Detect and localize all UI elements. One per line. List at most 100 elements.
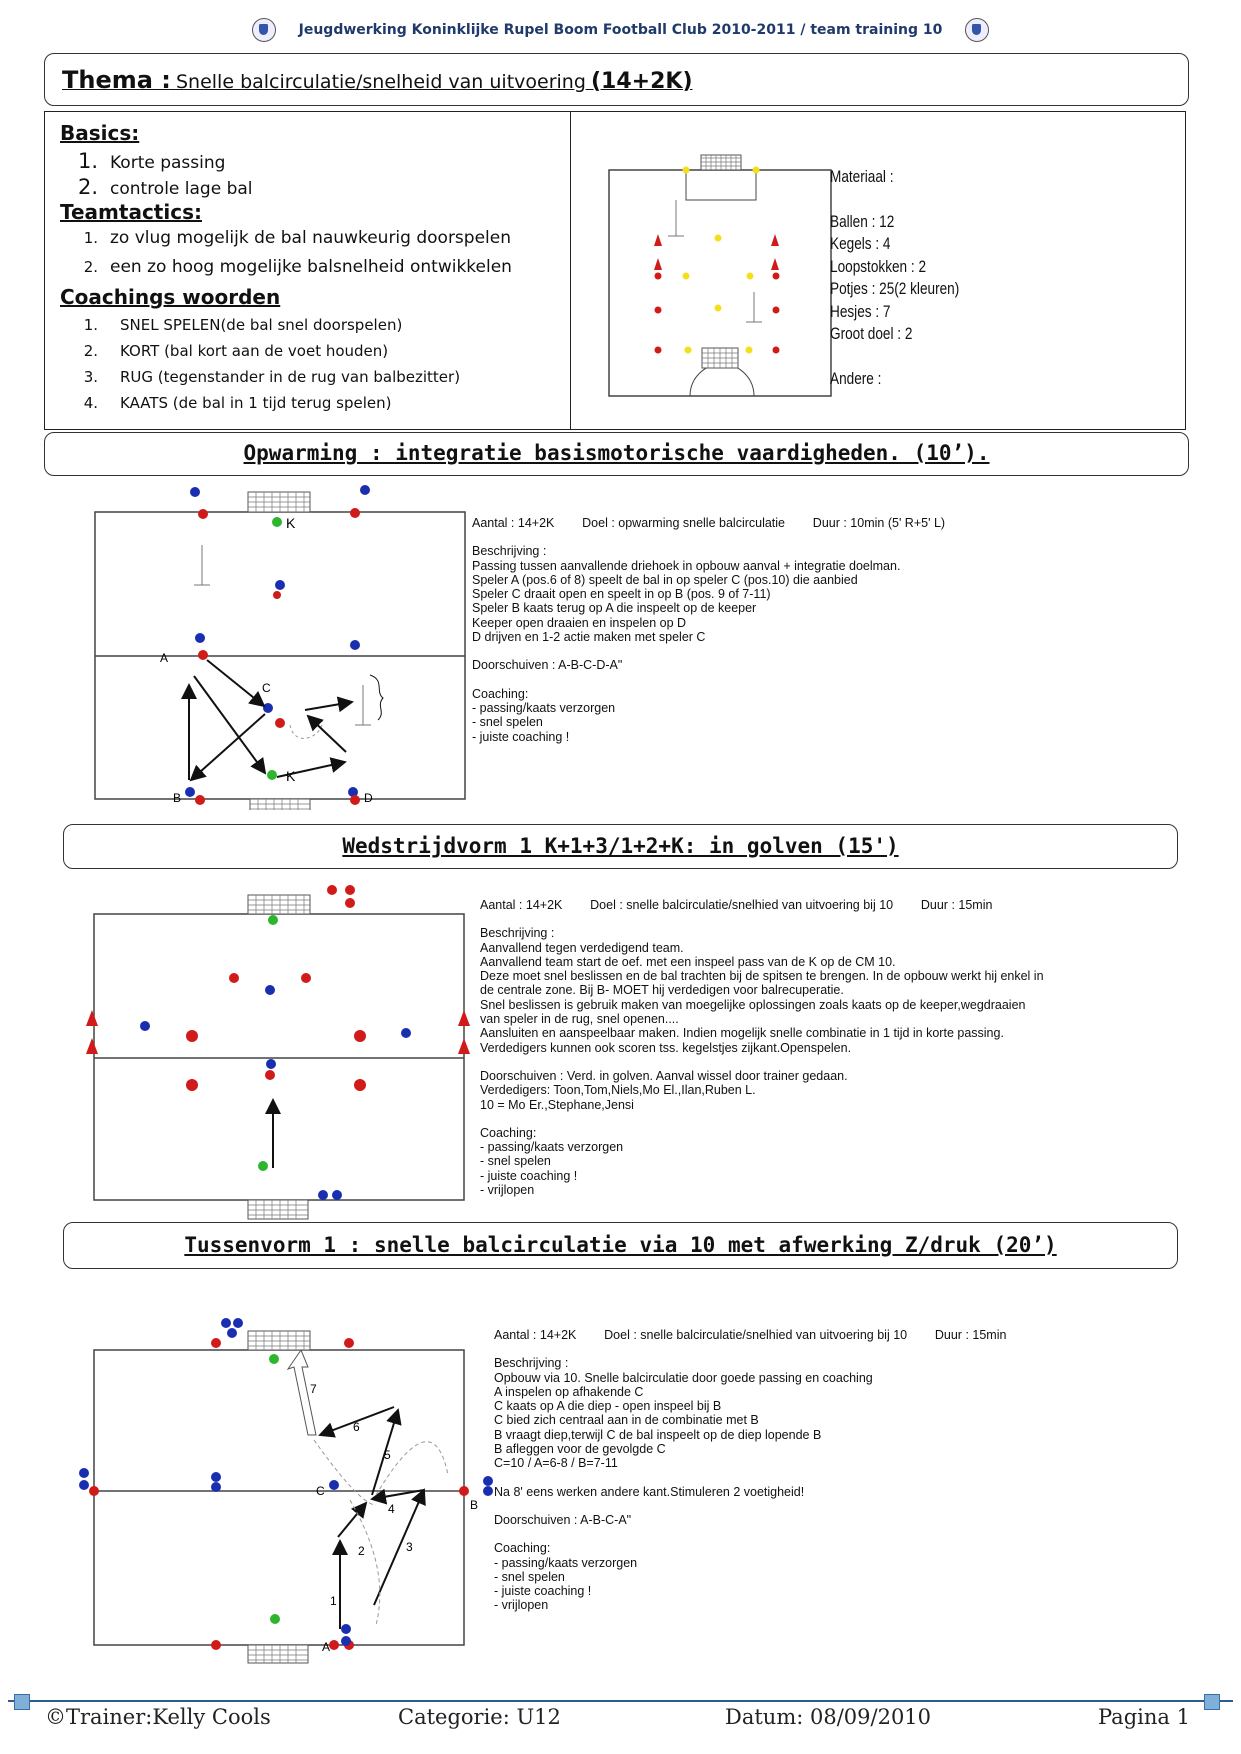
drill2-line: Aansluiten en aanspeelbaar maken. Indien…	[480, 1026, 1004, 1041]
thema-box	[44, 53, 1189, 106]
drill3-line: - juiste coaching !	[494, 1584, 592, 1599]
table-divider	[570, 112, 571, 429]
coaching-item: 3.RUG (tegenstander in de rug van balbez…	[83, 368, 461, 386]
materiaal-title: Materiaal :	[830, 167, 894, 186]
drill1-summary: Aantal : 14+2K Doel : opwarming snelle b…	[472, 516, 946, 530]
drill3-label-a: A	[322, 1640, 330, 1654]
drill2-line: Aanvallend tegen verdedigend team.	[480, 940, 684, 955]
footer-datum: Datum: 08/09/2010	[725, 1705, 932, 1729]
drill1-label-k2: K	[286, 768, 296, 784]
drill2-line: - juiste coaching !	[480, 1168, 578, 1183]
drill1-label-c: C	[262, 681, 271, 695]
coaching-item-text: KAATS (de bal in 1 tijd terug spelen)	[120, 394, 392, 412]
coaching-item: 4.KAATS (de bal in 1 tijd terug spelen)	[83, 394, 392, 412]
thema-heading: Thema : Snelle balcirculatie/snelheid va…	[62, 66, 693, 94]
wedstrijdvorm-banner	[63, 824, 1178, 869]
materiaal-list: Materiaal : Ballen : 12 Kegels : 4 Loops…	[830, 166, 959, 390]
drill1-line: Beschrijving :	[472, 544, 547, 559]
footer-square-icon	[1204, 1694, 1220, 1710]
drill3-line: - snel spelen	[494, 1569, 565, 1584]
drill1-line: Speler C draait open en speelt in op B (…	[472, 587, 771, 602]
page-header: Jeugdwerking Koninklijke Rupel Boom Foot…	[0, 18, 1241, 42]
drill2-line: - vrijlopen	[480, 1183, 535, 1198]
drill3-line: A inspelen op afhakende C	[494, 1384, 644, 1399]
drill3-label-2: 2	[358, 1544, 365, 1558]
drill3-diagram: 1 2 3 4 5 6 7 C B A	[79, 1318, 493, 1664]
club-crest-icon	[251, 18, 276, 42]
footer-square-icon	[14, 1694, 30, 1710]
coaching-item-text: KORT (bal kort aan de voet houden)	[120, 342, 389, 360]
coaching-item-text: SNEL SPELEN(de bal snel doorspelen)	[120, 316, 403, 334]
drill1-label-k1: K	[286, 515, 296, 531]
drill2-line: van speler in de rug, snel openen....	[480, 1012, 679, 1027]
thema-player-count: (14+2K)	[591, 69, 693, 94]
drill3-description: Aantal : 14+2K Doel : snelle balcirculat…	[494, 1328, 1174, 1613]
teamtactics-item-text: zo vlug mogelijk de bal nauwkeurig doors…	[110, 228, 511, 248]
drill3-line: - passing/kaats verzorgen	[494, 1555, 638, 1570]
basics-item-text: Korte passing	[110, 153, 226, 173]
tussenvorm-title: Tussenvorm 1 : snelle balcirculatie via …	[184, 1233, 1057, 1257]
drill1-line: Keeper open draaien en inspelen op D	[472, 615, 687, 630]
tussenvorm-banner	[63, 1222, 1178, 1269]
drill3-line: - vrijlopen	[494, 1598, 549, 1613]
opwarming-title: Opwarming : integratie basismotorische v…	[243, 441, 990, 465]
drill2-line: - snel spelen	[480, 1154, 551, 1169]
coaching-label: Coachings woorden	[60, 285, 281, 309]
drill3-label-1: 1	[330, 1594, 337, 1608]
footer-pagina: Pagina 1	[1098, 1705, 1190, 1729]
drill3-line: Opbouw via 10. Snelle balcirculatie door…	[494, 1370, 873, 1385]
drill1-label-a: A	[160, 651, 168, 665]
drill1-line: Speler A (pos.6 of 8) speelt de bal in o…	[472, 572, 858, 587]
materiaal-line: Hesjes : 7	[830, 301, 891, 321]
drill2-line: Verdedigers: Toon,Tom,Niels,Mo El.,Ilan,…	[480, 1083, 756, 1098]
basics-item: 1.Korte passing	[77, 149, 226, 173]
basics-item-text: controle lage bal	[110, 179, 253, 199]
drill3-label-c: C	[316, 1484, 325, 1498]
materiaal-line: Kegels : 4	[830, 234, 891, 253]
wedstrijdvorm-title: Wedstrijdvorm 1 K+1+3/1+2+K: in golven (…	[342, 834, 899, 858]
drill2-line: Deze moet snel beslissen en de bal trach…	[480, 969, 1044, 984]
thema-label: Thema :	[62, 66, 171, 94]
drill3-label-3: 3	[406, 1540, 413, 1554]
drill3-line: Beschrijving :	[494, 1356, 569, 1371]
drill1-diagram: A C K K B D	[94, 485, 466, 810]
drill1-line: Passing tussen aanvallende driehoek in o…	[472, 558, 901, 573]
teamtactics-item: 1.zo vlug mogelijk de bal nauwkeurig doo…	[83, 228, 511, 248]
drill2-line: Snel beslissen is gebruik maken van moeg…	[480, 997, 1026, 1012]
materiaal-line: Potjes : 25(2 kleuren)	[830, 279, 960, 298]
drill1-line: - snel spelen	[472, 715, 543, 730]
drill3-label-4: 4	[388, 1502, 395, 1516]
footer-trainer: ©Trainer:Kelly Cools	[45, 1705, 271, 1729]
overview-table	[44, 111, 1186, 430]
coaching-item-text: RUG (tegenstander in de rug van balbezit…	[120, 368, 461, 386]
drill3-label-7: 7	[310, 1382, 317, 1396]
teamtactics-label: Teamtactics:	[60, 200, 202, 224]
drill2-line: de centrale zone. Bij B- MOET hij verded…	[480, 983, 844, 998]
drill3-line: C kaats op A die diep - open inspeel bij…	[494, 1399, 722, 1414]
header-title: Jeugdwerking Koninklijke Rupel Boom Foot…	[298, 22, 943, 38]
drill1-line: Speler B kaats terug op A die inspeelt o…	[472, 601, 757, 616]
drill1-line: D drijven en 1-2 actie maken met speler …	[472, 630, 706, 645]
club-crest-icon	[965, 18, 990, 42]
drill2-line: Aanvallend team start de oef. met een in…	[480, 954, 896, 969]
drill3-line: Na 8' eens werken andere kant.Stimuleren…	[494, 1484, 805, 1499]
basics-item: 2.controle lage bal	[77, 175, 253, 199]
drill2-line: Coaching:	[480, 1125, 537, 1140]
drill1-line: Coaching:	[472, 686, 529, 701]
materiaal-other: Andere :	[830, 368, 882, 388]
footer-rule	[8, 1700, 1233, 1702]
materiaal-line: Ballen : 12	[830, 211, 895, 231]
opwarming-banner	[44, 432, 1189, 476]
drill2-line: Doorschuiven : Verd. in golven. Aanval w…	[480, 1068, 848, 1083]
drill3-line: B afleggen voor de gevolgde C	[494, 1442, 666, 1457]
drill2-diagram	[86, 885, 470, 1220]
drill3-label-5: 5	[384, 1448, 391, 1462]
drill1-label-b: B	[173, 791, 181, 805]
drill3-line: Doorschuiven : A-B-C-A"	[494, 1512, 632, 1527]
drill3-summary: Aantal : 14+2K Doel : snelle balcirculat…	[494, 1328, 1007, 1342]
coaching-item: 1.SNEL SPELEN(de bal snel doorspelen)	[83, 316, 403, 334]
drill1-line: - passing/kaats verzorgen	[472, 700, 616, 715]
basics-label: Basics:	[60, 121, 140, 145]
drill1-line: Doorschuiven : A-B-C-D-A"	[472, 658, 623, 673]
drill3-line: B vraagt diep,terwijl C de bal inspeelt …	[494, 1427, 822, 1442]
